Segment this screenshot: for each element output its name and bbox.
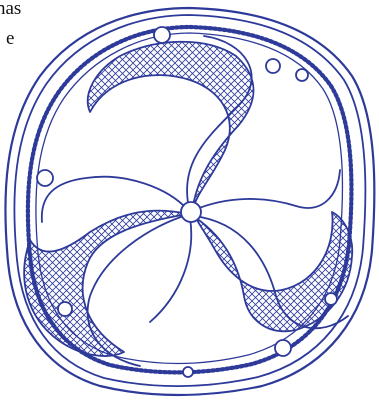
bead-right	[296, 69, 308, 81]
blade-right	[196, 212, 352, 331]
bead-bottom-left	[58, 302, 72, 316]
blade-left	[24, 211, 188, 356]
bead-bottom-mid	[183, 367, 193, 377]
bead-left	[37, 170, 53, 186]
blade-top	[88, 42, 254, 212]
bead-top-right	[266, 59, 280, 73]
bead-bottom-right	[325, 293, 337, 305]
bead-center	[181, 202, 201, 222]
bead-top	[154, 27, 170, 43]
bead-bottom	[275, 340, 291, 356]
